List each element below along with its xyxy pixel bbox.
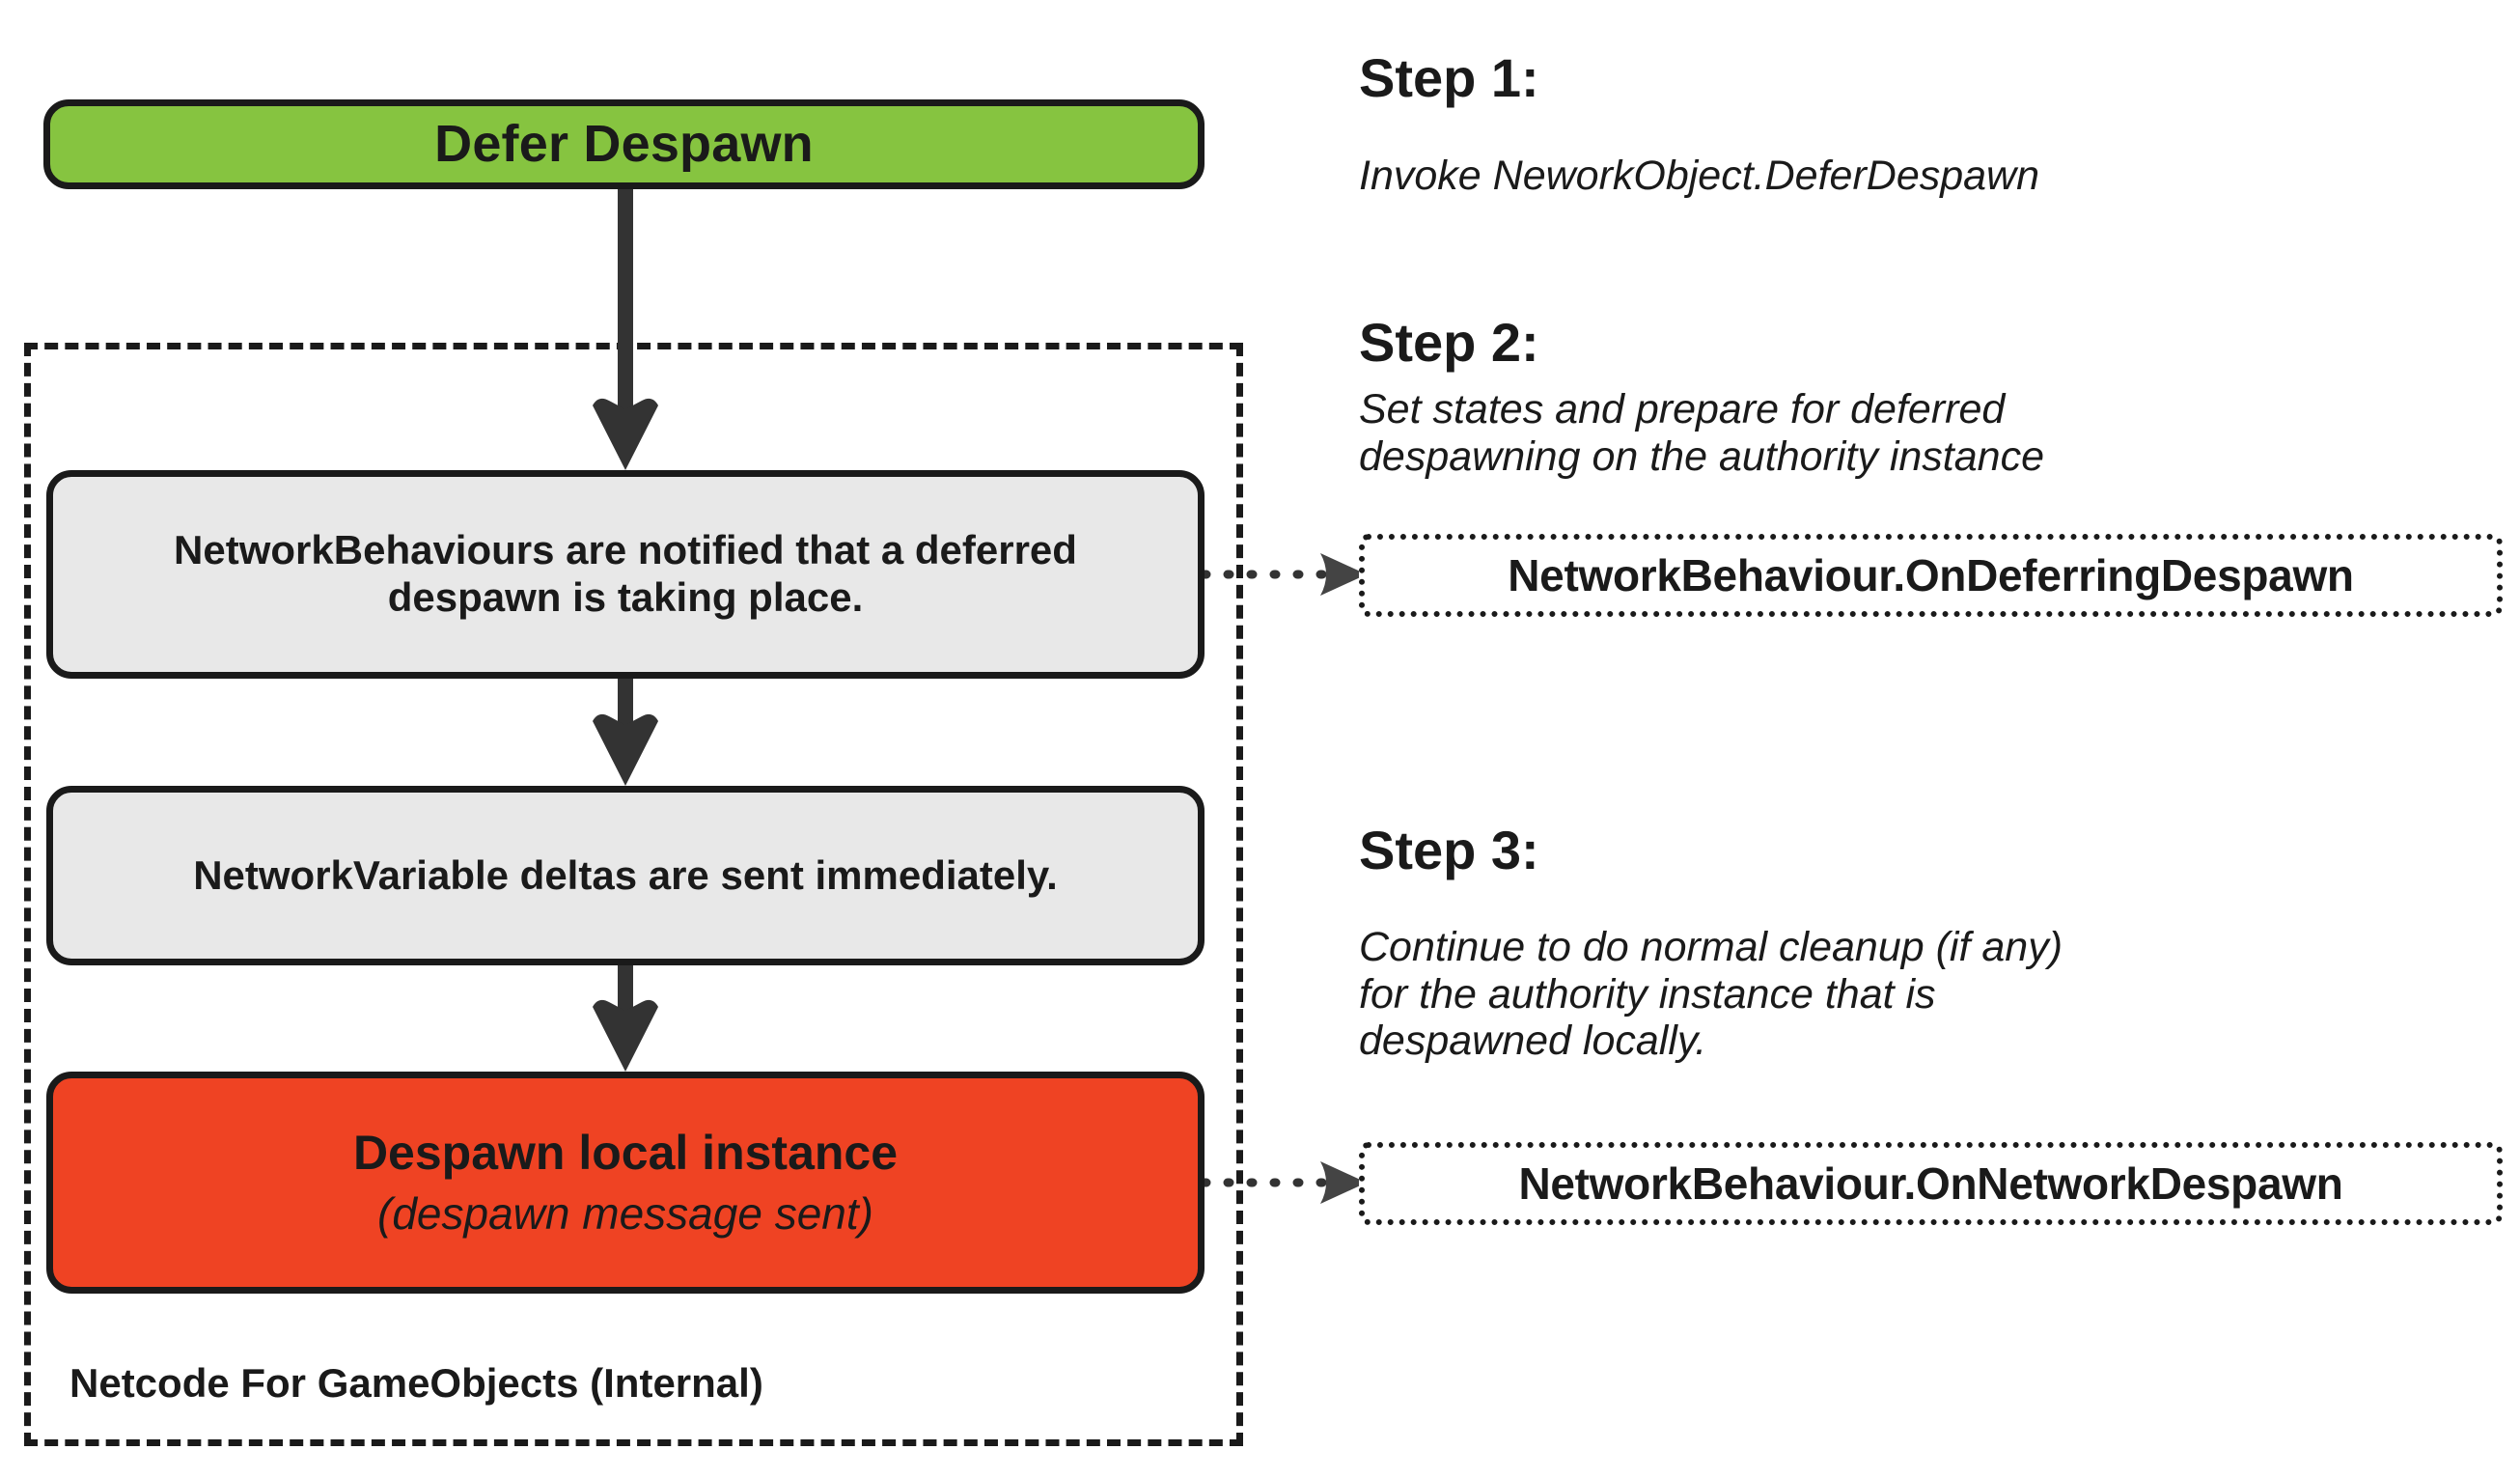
dotted-arrow-icon bbox=[1200, 553, 1367, 596]
node-networkbehaviours-notified-label: NetworkBehaviours are notified that a de… bbox=[174, 527, 1077, 620]
node-networkvariable-deltas[interactable]: NetworkVariable deltas are sent immediat… bbox=[46, 786, 1205, 965]
node-despawn-local-instance-sublabel: (despawn message sent) bbox=[377, 1188, 873, 1240]
node-defer-despawn-label: Defer Despawn bbox=[434, 115, 814, 174]
step-3-title: Step 3: bbox=[1359, 820, 1539, 880]
arrow-down-icon bbox=[593, 965, 658, 1072]
arrow-start-to-notify bbox=[591, 189, 660, 470]
node-despawn-local-instance-label: Despawn local instance bbox=[352, 1126, 899, 1181]
node-networkbehaviours-notified[interactable]: NetworkBehaviours are notified that a de… bbox=[46, 470, 1205, 679]
step-2-body: Set states and prepare for deferred desp… bbox=[1359, 386, 2044, 480]
step-2-title: Step 2: bbox=[1359, 312, 1539, 373]
node-networkvariable-deltas-label: NetworkVariable deltas are sent immediat… bbox=[193, 851, 1058, 898]
callout-on-deferring-despawn-label: NetworkBehaviour.OnDeferringDespawn bbox=[1508, 550, 2354, 600]
arrow-down-icon bbox=[593, 189, 658, 470]
connector-notify-to-callout bbox=[1200, 545, 1369, 603]
arrow-deltas-to-despawn bbox=[591, 965, 660, 1072]
arrow-notify-to-deltas bbox=[591, 679, 660, 786]
connector-despawn-to-callout bbox=[1200, 1154, 1369, 1212]
step-1-body: Invoke NeworkObject.DeferDespawn bbox=[1359, 153, 2040, 199]
dotted-arrow-icon bbox=[1200, 1161, 1367, 1204]
step-1-title: Step 1: bbox=[1359, 47, 1539, 108]
netcode-internal-group-label: Netcode For GameObjects (Internal) bbox=[69, 1360, 763, 1406]
callout-on-deferring-despawn[interactable]: NetworkBehaviour.OnDeferringDespawn bbox=[1359, 534, 2503, 617]
netcode-internal-group bbox=[24, 343, 1243, 1446]
node-defer-despawn[interactable]: Defer Despawn bbox=[43, 99, 1205, 189]
step-3-body: Continue to do normal cleanup (if any) f… bbox=[1359, 924, 2063, 1065]
callout-on-network-despawn-label: NetworkBehaviour.OnNetworkDespawn bbox=[1518, 1158, 2343, 1209]
node-despawn-local-instance[interactable]: Despawn local instance (despawn message … bbox=[46, 1072, 1205, 1294]
arrow-down-icon bbox=[593, 679, 658, 786]
callout-on-network-despawn[interactable]: NetworkBehaviour.OnNetworkDespawn bbox=[1359, 1142, 2503, 1225]
